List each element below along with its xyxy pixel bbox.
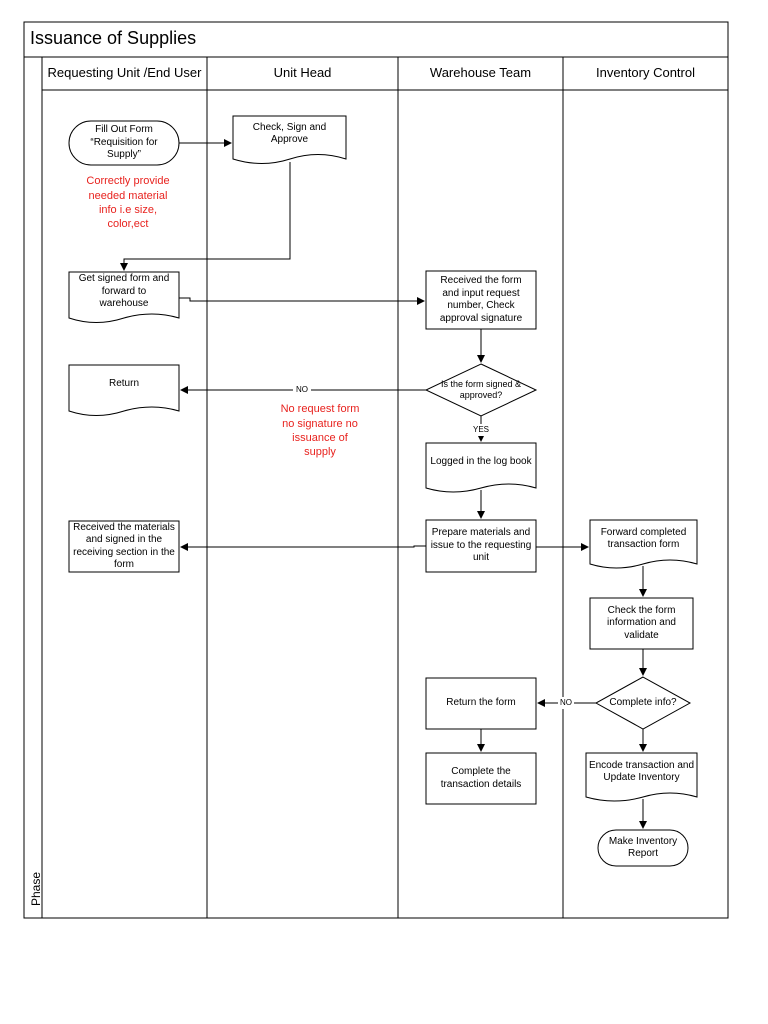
forward-completed-label: Forward completed transaction form	[600, 526, 687, 551]
is-form-signed-label: Is the form signed & approved?	[440, 378, 522, 400]
check-form-info-process	[589, 597, 694, 650]
complete-transaction-process	[425, 752, 537, 805]
logged-in-logbook-label: Logged in the log book	[430, 455, 532, 467]
received-form-label: Received the form and input request numb…	[439, 275, 523, 324]
lane-header-warehouse-team: Warehouse Team	[429, 65, 532, 81]
fill-out-form-label: Fill Out Form “Requisition for Supply”	[90, 124, 158, 161]
diagram-frame	[23, 21, 729, 919]
make-inventory-report-label: Make Inventory Report	[608, 835, 678, 860]
diagram-title: Issuance of Supplies	[30, 28, 197, 48]
get-signed-form-label: Get signed form and forward to warehouse	[78, 273, 170, 310]
complete-transaction-label: Complete the transaction details	[440, 766, 522, 790]
note-no-request-form: No request form no signature no issuance…	[280, 403, 360, 459]
phase-label: Phase	[28, 871, 43, 907]
connector-prepare-to-received-materials	[180, 543, 426, 551]
note-correctly-provide: Correctly provide needed material info i…	[86, 175, 170, 231]
received-materials-process	[68, 520, 180, 573]
check-sign-approve-document	[232, 115, 347, 164]
return-label: Return	[108, 377, 139, 389]
make-inventory-report-terminator	[597, 829, 689, 867]
edge-label-yes-signed: YES	[471, 424, 491, 436]
return-document	[68, 364, 180, 416]
prepare-materials-process	[425, 519, 537, 573]
lane-header-requesting-unit: Requesting Unit /End User	[47, 65, 202, 81]
encode-transaction-label: Encode transaction and Update Inventory	[588, 759, 695, 784]
complete-info-label: Complete info?	[609, 696, 677, 708]
return-the-form-label: Return the form	[446, 697, 516, 709]
logged-in-logbook-document	[425, 442, 537, 493]
connector-check-to-get-signed	[120, 162, 291, 271]
edge-label-no-complete: NO	[558, 697, 574, 709]
edge-label-no-signed: NO	[293, 384, 311, 396]
received-form-process	[425, 270, 537, 330]
lane-header-inventory-control: Inventory Control	[596, 65, 695, 81]
prepare-materials-label: Prepare materials and issue to the reque…	[430, 527, 532, 564]
connector-get-signed-to-received	[179, 297, 425, 305]
get-signed-form-document	[68, 271, 180, 323]
check-form-info-label: Check the form information and validate	[607, 604, 676, 641]
received-materials-label: Received the materials and signed in the…	[73, 521, 175, 571]
forward-completed-document	[589, 519, 698, 569]
lane-header-unit-head: Unit Head	[273, 65, 332, 81]
check-sign-approve-label: Check, Sign and Approve	[252, 121, 327, 146]
encode-transaction-document	[585, 752, 698, 802]
